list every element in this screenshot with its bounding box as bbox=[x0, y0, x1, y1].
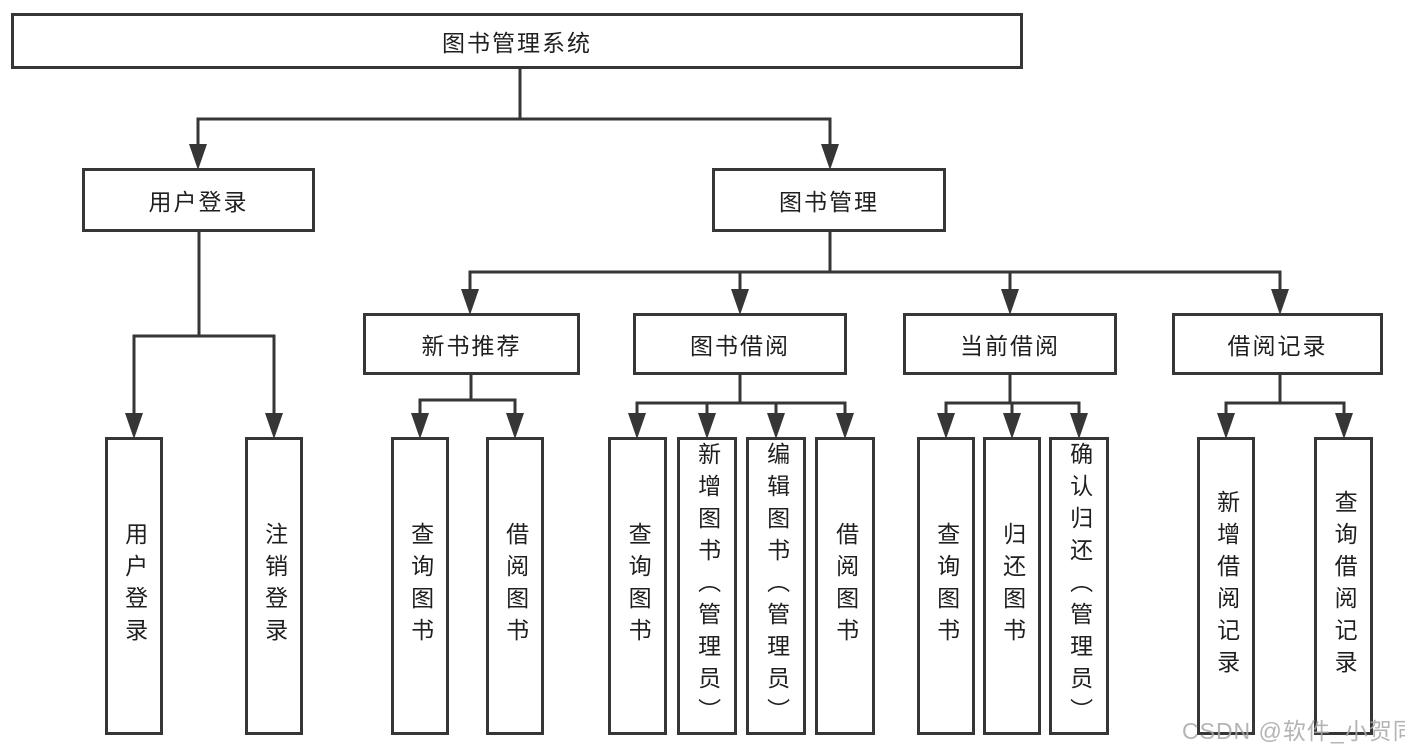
node-book-borrowing: 图书借阅 bbox=[633, 313, 847, 375]
node-label: 新增图书（管理员） bbox=[694, 442, 721, 730]
leaf-query-books: 查询图书 bbox=[391, 437, 449, 735]
node-label: 借阅记录 bbox=[1227, 333, 1328, 359]
node-label: 查询图书 bbox=[407, 522, 434, 650]
node-label: 查询图书 bbox=[625, 522, 652, 650]
leaf-confirm-return-admin: 确认归还（管理员） bbox=[1049, 437, 1109, 735]
leaf-query-borrow-record: 查询借阅记录 bbox=[1314, 437, 1373, 735]
leaf-borrow-books: 借阅图书 bbox=[815, 437, 875, 735]
leaf-query-books: 查询图书 bbox=[917, 437, 975, 735]
leaf-add-borrow-record: 新增借阅记录 bbox=[1197, 437, 1255, 735]
node-label: 借阅图书 bbox=[502, 522, 529, 650]
node-label: 确认归还（管理员） bbox=[1066, 442, 1093, 730]
node-label: 图书借阅 bbox=[690, 333, 790, 359]
node-label: 注销登录 bbox=[261, 522, 288, 650]
node-borrowing-records: 借阅记录 bbox=[1172, 313, 1383, 375]
leaf-edit-books-admin: 编辑图书（管理员） bbox=[746, 437, 806, 735]
node-new-book-recommendation: 新书推荐 bbox=[363, 313, 580, 375]
node-label: 当前借阅 bbox=[960, 333, 1060, 359]
leaf-user-login: 用户登录 bbox=[105, 437, 163, 735]
node-user-login-branch: 用户登录 bbox=[82, 168, 315, 232]
leaf-add-books-admin: 新增图书（管理员） bbox=[677, 437, 737, 735]
node-label: 归还图书 bbox=[999, 522, 1026, 650]
leaf-logout: 注销登录 bbox=[245, 437, 303, 735]
node-label: 查询借阅记录 bbox=[1331, 490, 1358, 682]
node-label: 查询图书 bbox=[933, 522, 960, 650]
leaf-borrow-books: 借阅图书 bbox=[486, 437, 544, 735]
node-label: 借阅图书 bbox=[832, 522, 859, 650]
node-current-borrowing: 当前借阅 bbox=[903, 313, 1117, 375]
node-label: 新增借阅记录 bbox=[1213, 490, 1240, 682]
node-label: 编辑图书（管理员） bbox=[763, 442, 790, 730]
node-label: 用户登录 bbox=[121, 522, 148, 650]
node-label: 新书推荐 bbox=[421, 333, 522, 359]
leaf-return-books: 归还图书 bbox=[983, 437, 1041, 735]
csdn-watermark: CSDN @软件_小贺同学 bbox=[1182, 718, 1405, 744]
node-library-management-system: 图书管理系统 bbox=[11, 13, 1023, 69]
leaf-query-books: 查询图书 bbox=[608, 437, 667, 735]
node-label: 图书管理 bbox=[779, 189, 879, 215]
node-book-management-branch: 图书管理 bbox=[712, 168, 946, 232]
node-label: 图书管理系统 bbox=[442, 30, 592, 56]
node-label: 用户登录 bbox=[148, 189, 249, 215]
